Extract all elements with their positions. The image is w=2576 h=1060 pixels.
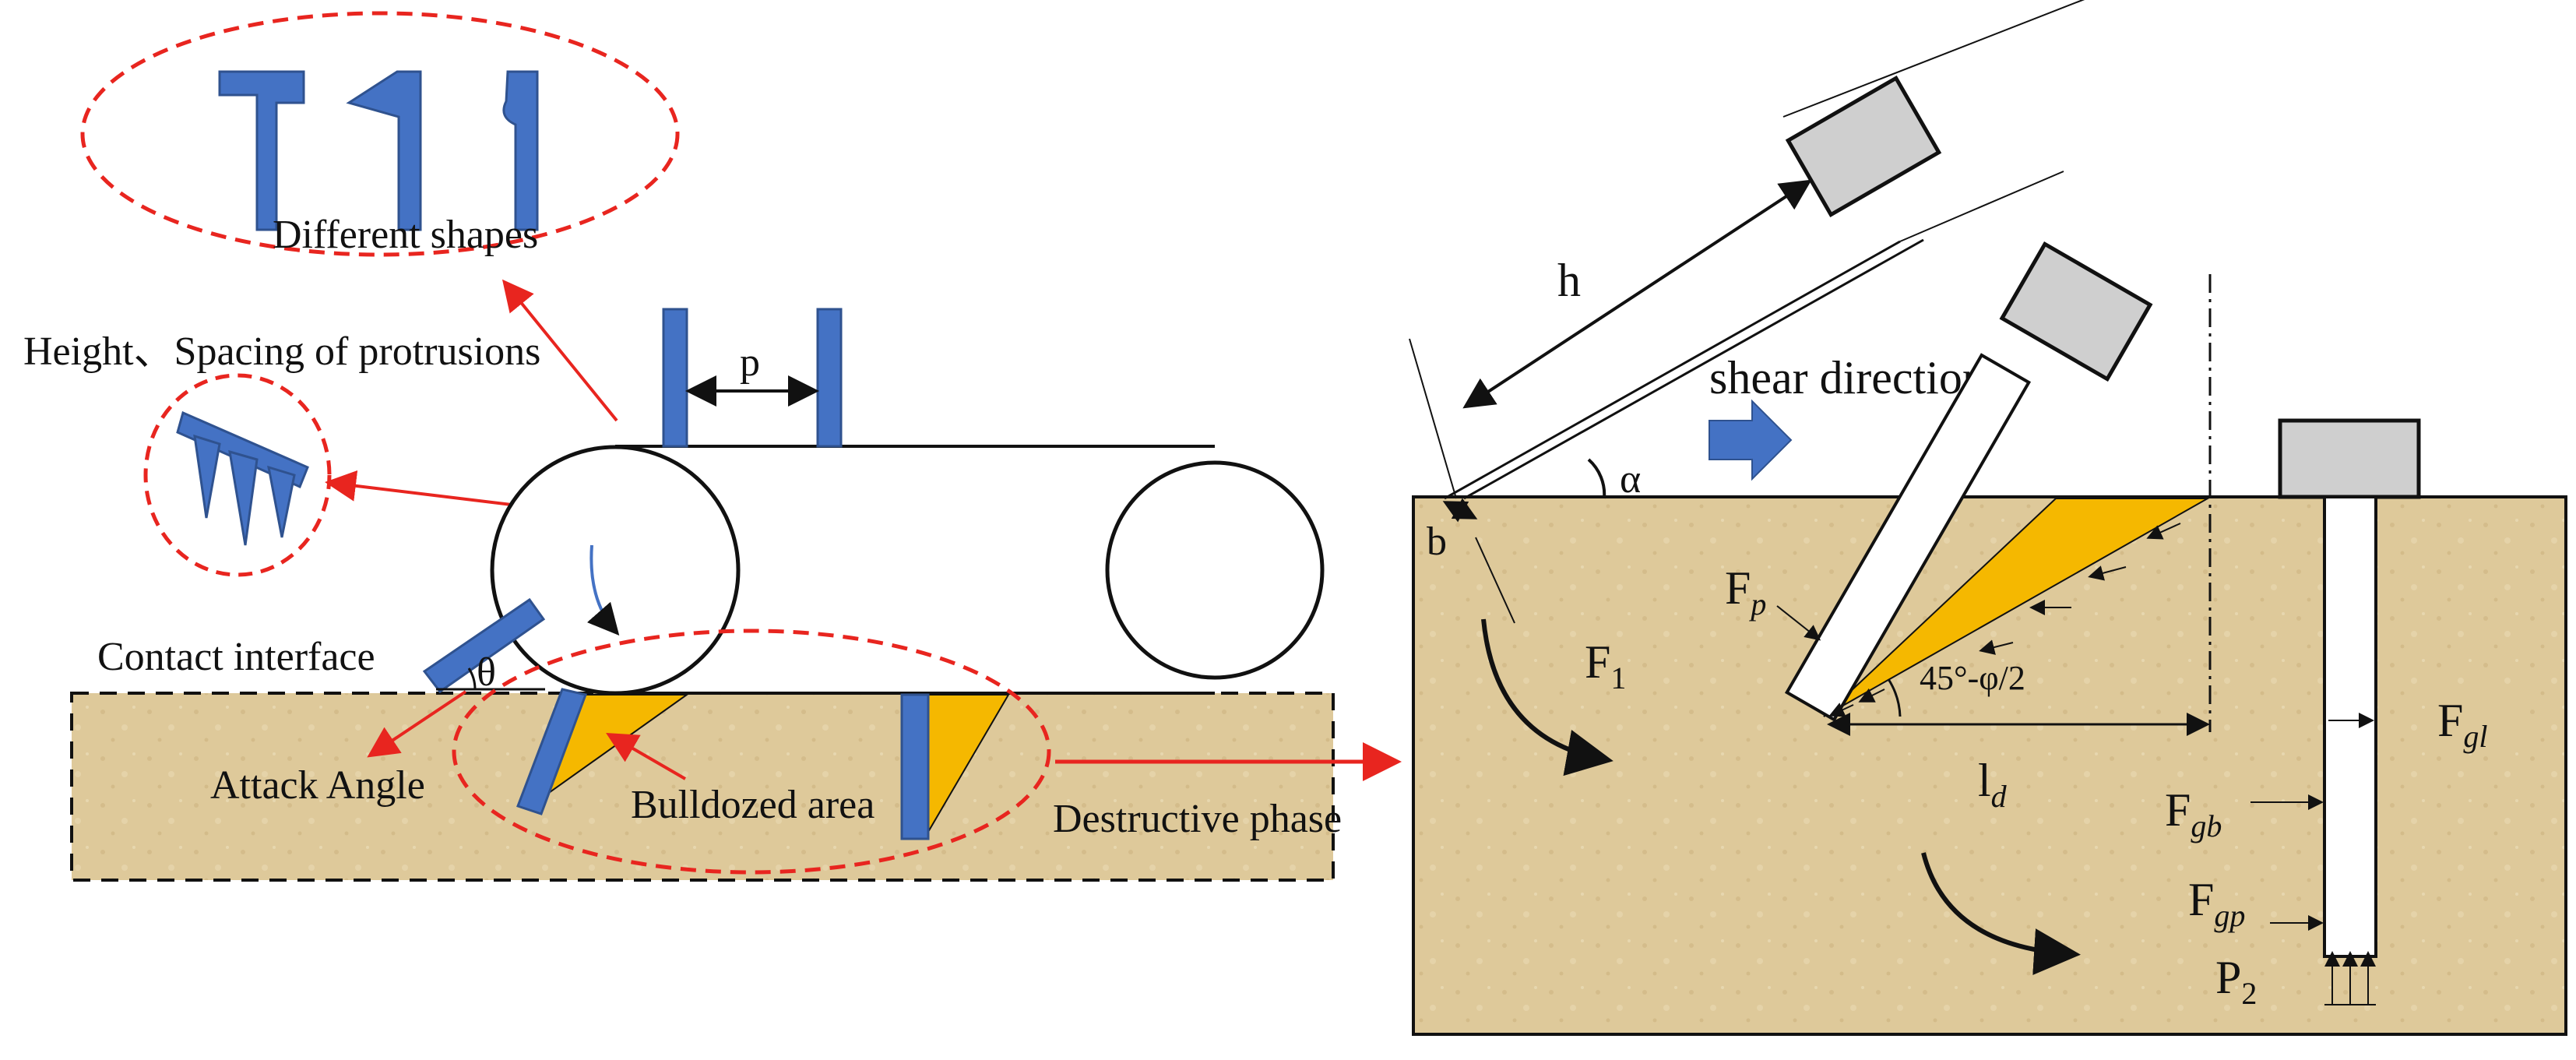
traction-arrow-1 (2146, 523, 2181, 540)
shape-hook-icon (502, 70, 539, 231)
top-protrusion-right (816, 308, 843, 448)
failure-angle-label: 45°-φ/2 (1920, 659, 2025, 697)
plate-rail-2 (1899, 171, 2064, 242)
b-dimension-arrow (1442, 498, 1478, 523)
plate-extension-upper (1409, 338, 1457, 499)
p2-label: P2 (2215, 952, 2257, 1011)
contact-interface-label: Contact interface (97, 635, 375, 679)
f1-label: F1 (1585, 636, 1626, 696)
left-panel: Different shapes Height、Spacing of protr… (23, 11, 1402, 882)
lower-rotation-arrow (1921, 852, 2081, 975)
theta-label: θ (477, 650, 496, 695)
shape-icons (218, 70, 539, 231)
shape-wedge-icon (346, 70, 422, 231)
soil-strip (70, 692, 1335, 882)
vertical-plate (2323, 495, 2377, 958)
fp-arrow (1776, 605, 1821, 641)
drive-pulley (490, 445, 741, 696)
theta-arc (467, 667, 477, 690)
spacing-p-label: p (740, 340, 760, 385)
attack-angle-label: Attack Angle (210, 763, 425, 808)
arrow-to-attack-angle (367, 690, 467, 758)
failure-wedge (1823, 498, 2211, 717)
fgl-label-background (2430, 689, 2523, 752)
bulldozing-protrusion-2 (900, 693, 930, 840)
cutting-plate (1784, 241, 2153, 722)
right-panel: h b α shear direction 45°-φ/2 ld (1409, 0, 2567, 1036)
traction-arrow-4 (1979, 639, 2014, 655)
destructive-phase-label: Destructive phase (1053, 797, 1342, 841)
arrow-to-shapes (501, 279, 618, 422)
height-spacing-label: Height、Spacing of protrusions (23, 329, 540, 374)
inclined-plate-block (1785, 75, 1942, 218)
arrow-to-protrusions (325, 470, 538, 509)
bulldozing-protrusion-1 (516, 688, 588, 815)
top-protrusion-left (662, 308, 688, 448)
comb-protrusion-icon (176, 410, 309, 546)
plate-rail-1 (1782, 0, 2085, 118)
destructive-callout-ellipse (452, 629, 1051, 875)
alpha-arc (1587, 458, 1606, 499)
idler-pulley (1105, 460, 1325, 680)
fp-label: Fp (1725, 562, 1766, 622)
vertical-plate-block (2278, 418, 2421, 499)
f1-leader (1475, 537, 1515, 624)
h-dimension-arrow (1462, 179, 1812, 409)
h-label: h (1557, 255, 1581, 306)
fgp-label: Fgp (2188, 874, 2245, 933)
ld-label: ld (1978, 755, 2008, 814)
b-label: b (1427, 519, 1447, 564)
rotation-arrow (586, 544, 620, 636)
fgb-label: Fgb (2165, 784, 2222, 843)
traction-arrow-5 (1858, 688, 1885, 703)
bulldozed-area-label: Bulldozed area (631, 783, 875, 827)
traction-arrow-2 (2088, 565, 2127, 581)
shear-direction-arrow (1709, 399, 1793, 481)
alpha-label: α (1620, 457, 1641, 502)
shape-l-icon (218, 70, 305, 231)
f1-rotation-arrow (1481, 618, 1614, 777)
shear-direction-label: shear direction (1709, 352, 1986, 403)
different-shapes-label: Different shapes (273, 213, 538, 257)
angled-protrusion (422, 597, 546, 694)
arrow-to-bulldozed (606, 732, 687, 780)
fgl-label: Fgl (2437, 695, 2488, 754)
shapes-callout-ellipse (80, 11, 680, 257)
